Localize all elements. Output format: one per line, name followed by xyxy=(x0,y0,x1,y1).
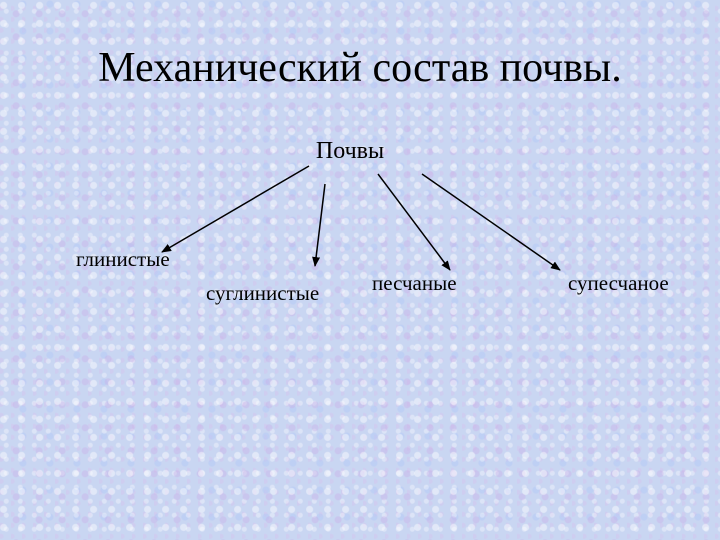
arrow-to-gliniste xyxy=(161,165,310,253)
diagram-child-supeschanoe: супесчаное xyxy=(568,271,669,295)
arrow-to-peschanye xyxy=(377,173,451,271)
arrow-to-supeschanoe xyxy=(421,173,561,271)
diagram-root-node: Почвы xyxy=(315,138,385,164)
slide-title: Механический состав почвы. xyxy=(98,45,622,91)
diagram-child-peschanye: песчаные xyxy=(372,271,457,295)
diagram-child-suglinistye: суглинистые xyxy=(206,281,320,305)
diagram-child-gliniste: глинистые xyxy=(76,247,170,271)
arrow-to-suglinistye xyxy=(312,183,326,267)
